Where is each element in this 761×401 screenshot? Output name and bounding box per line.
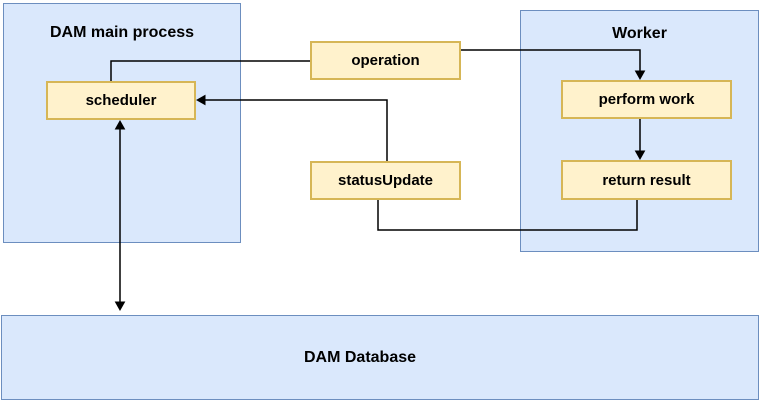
container-worker-title: Worker (612, 25, 667, 42)
node-scheduler-label: scheduler (85, 92, 157, 109)
node-return-result: return result (561, 160, 732, 200)
node-perform-work-label: perform work (598, 91, 695, 108)
container-dam-database-title: DAM Database (303, 348, 417, 366)
node-perform-work: perform work (561, 80, 732, 119)
container-dam-main-process-title: DAM main process (49, 24, 195, 41)
node-operation: operation (310, 41, 461, 80)
container-dam-database: DAM Database (1, 315, 759, 400)
arrowhead-database-top (114, 301, 126, 312)
node-status-update-label: statusUpdate (337, 172, 434, 189)
container-dam-main-process: DAM main process (3, 3, 241, 243)
node-status-update: statusUpdate (310, 161, 461, 200)
node-return-result-label: return result (602, 171, 691, 189)
dam-database-label-wrap: DAM Database (2, 316, 758, 399)
node-scheduler: scheduler (46, 81, 196, 120)
container-worker: Worker (520, 10, 759, 252)
node-operation-label: operation (351, 52, 420, 69)
